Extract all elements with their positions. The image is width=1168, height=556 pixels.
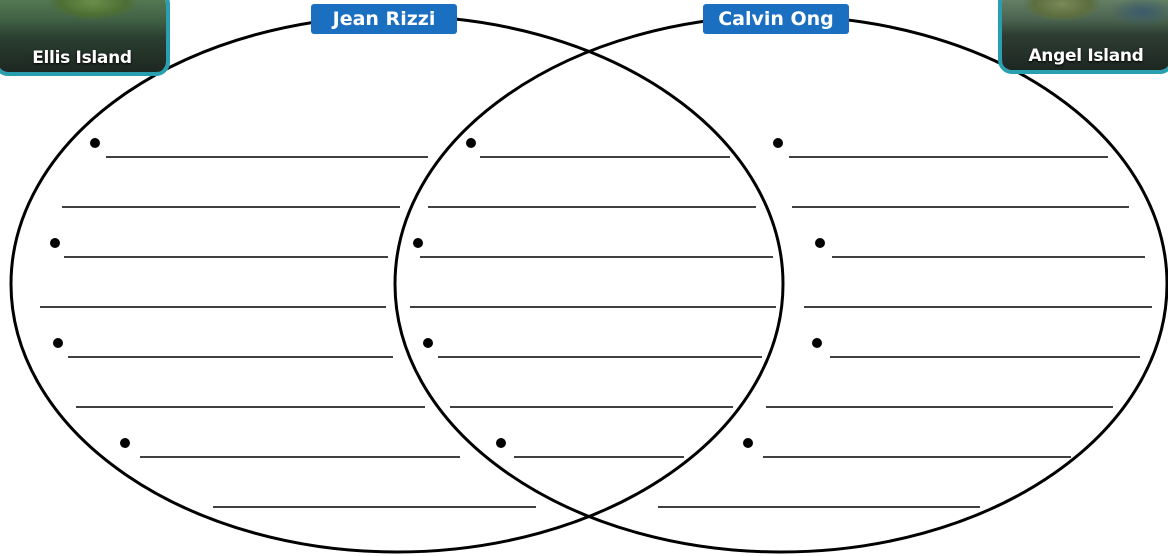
right-only-bullet xyxy=(773,138,783,148)
right-circle xyxy=(395,16,1167,552)
right-only-bullet xyxy=(815,238,825,248)
overlap-bullet xyxy=(413,238,423,248)
ellis-island-badge: Ellis Island xyxy=(0,0,170,76)
angel-island-label: Angel Island xyxy=(1002,46,1168,66)
left-only-bullet xyxy=(53,338,63,348)
left-only-bullet xyxy=(90,138,100,148)
overlap-bullet xyxy=(423,338,433,348)
right-only-bullet xyxy=(743,438,753,448)
ellis-island-label: Ellis Island xyxy=(0,48,166,68)
angel-island-badge: Angel Island xyxy=(998,0,1168,74)
jean-rizzi-tag: Jean Rizzi xyxy=(311,4,457,34)
left-only-bullet xyxy=(50,238,60,248)
calvin-ong-tag: Calvin Ong xyxy=(703,4,849,34)
left-only-bullet xyxy=(120,438,130,448)
right-only-bullet xyxy=(812,338,822,348)
overlap-bullet xyxy=(496,438,506,448)
overlap-bullet xyxy=(466,138,476,148)
left-circle xyxy=(11,16,783,552)
